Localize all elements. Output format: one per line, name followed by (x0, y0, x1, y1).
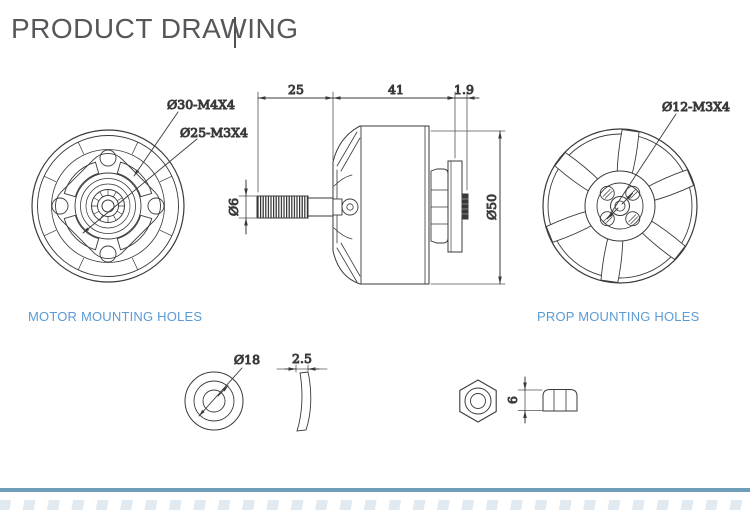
callout-motor-bolt-outer: Ø30-M4X4 (167, 97, 235, 112)
prop-front-view: Ø12-M3X4 (542, 99, 731, 284)
motor-mounting-holes-label: MOTOR MOUNTING HOLES (28, 309, 203, 324)
dim-body-diameter: Ø50 (484, 194, 499, 220)
washer-drawing: Ø18 2.5 (184, 351, 328, 432)
dim-washer-thickness: 2.5 (292, 351, 312, 366)
footer-accent-bar (0, 488, 750, 492)
dim-washer-diameter: Ø18 (234, 352, 260, 367)
nut-drawing: 6 (459, 376, 578, 424)
motor-side-view: 25 41 1.9 Ø6 (226, 82, 506, 285)
title-separator (234, 17, 236, 48)
page-title: PRODUCT DRAWING (11, 13, 299, 44)
dim-stub-thickness: 1.9 (454, 82, 474, 97)
footer-watermark-pattern (0, 500, 750, 510)
dim-body-length: 41 (388, 82, 404, 97)
dim-shaft-diameter: Ø6 (226, 198, 241, 216)
dim-shaft-length: 25 (288, 82, 304, 97)
callout-motor-bolt-inner: Ø25-M3X4 (180, 125, 248, 140)
motor-rear-view: Ø30-M4X4 Ø25-M3X4 (31, 97, 249, 283)
prop-mounting-holes-label: PROP MOUNTING HOLES (537, 309, 700, 324)
callout-prop-bolt: Ø12-M3X4 (662, 99, 730, 114)
dim-nut-height: 6 (505, 396, 520, 404)
